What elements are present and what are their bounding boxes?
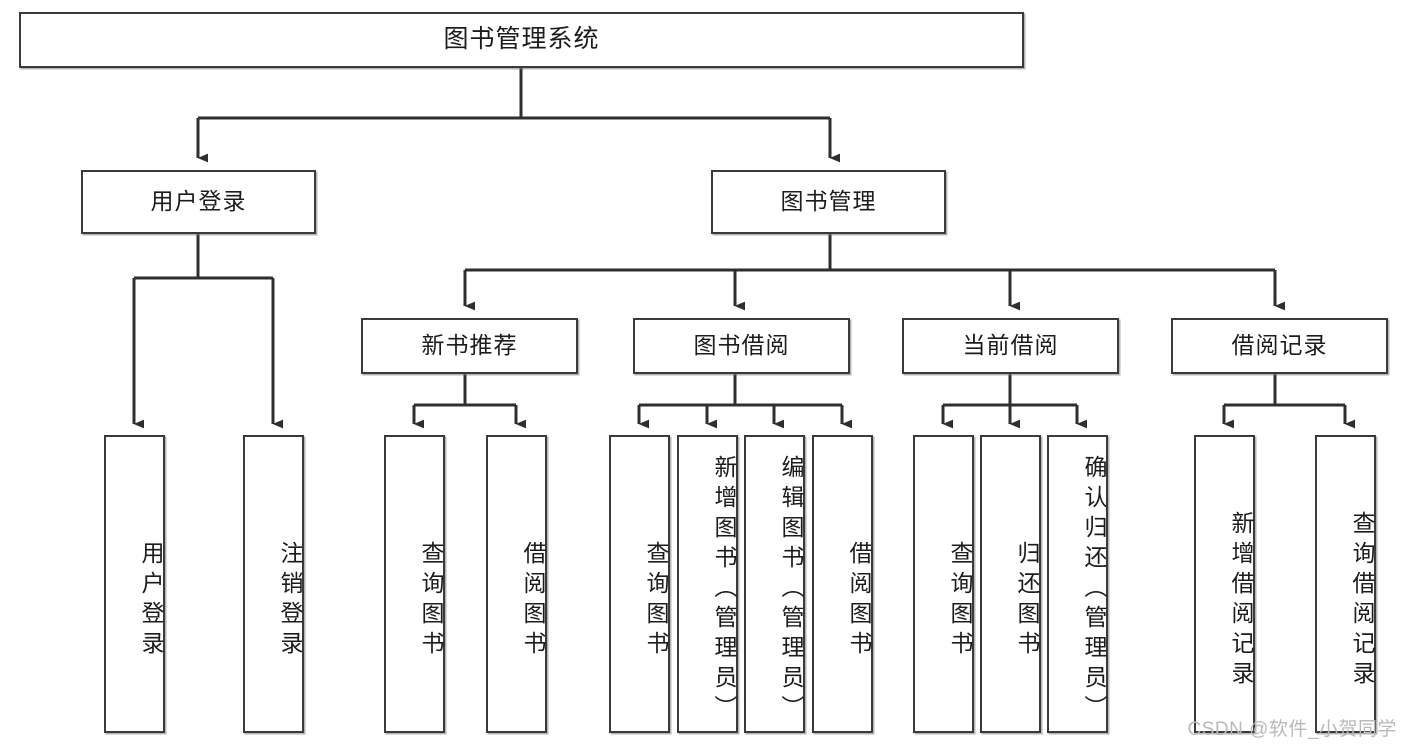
node-label: 新增图书（管理员） — [711, 455, 737, 725]
node-label: 查询图书 — [418, 541, 444, 661]
leaf-current-confirm-return-admin[interactable]: 确认归还（管理员） — [1047, 435, 1108, 733]
node-label: 图书管理 — [780, 188, 877, 215]
node-label: 归还图书 — [1014, 541, 1040, 661]
node-label: 借阅图书 — [846, 541, 872, 661]
leaf-recommend-query-book[interactable]: 查询图书 — [384, 435, 445, 733]
leaf-current-query-book[interactable]: 查询图书 — [913, 435, 974, 733]
csdn-watermark: CSDN @软件_小贺同学 — [1187, 719, 1397, 740]
leaf-user-login-logout[interactable]: 注销登录 — [243, 435, 304, 733]
node-label: 查询借阅记录 — [1349, 511, 1375, 691]
node-borrow-record[interactable]: 借阅记录 — [1171, 318, 1388, 374]
node-label: 新增借阅记录 — [1228, 511, 1254, 691]
node-label: 借阅记录 — [1231, 332, 1328, 359]
node-user-login[interactable]: 用户登录 — [81, 170, 316, 234]
node-label: 借阅图书 — [520, 541, 546, 661]
leaf-borrow-edit-book-admin[interactable]: 编辑图书（管理员） — [744, 435, 805, 733]
node-label: 图书借阅 — [693, 332, 790, 359]
node-root-book-management-system[interactable]: 图书管理系统 — [19, 12, 1024, 68]
node-current-borrow[interactable]: 当前借阅 — [902, 318, 1119, 374]
node-label: 查询图书 — [947, 541, 973, 661]
leaf-current-return-book[interactable]: 归还图书 — [980, 435, 1041, 733]
leaf-user-login-login[interactable]: 用户登录 — [104, 435, 165, 733]
leaf-borrow-borrow-book[interactable]: 借阅图书 — [812, 435, 873, 733]
leaf-record-query-borrow-record[interactable]: 查询借阅记录 — [1315, 435, 1376, 733]
node-label: 用户登录 — [138, 541, 164, 661]
node-label: 编辑图书（管理员） — [778, 455, 804, 725]
leaf-borrow-query-book[interactable]: 查询图书 — [609, 435, 670, 733]
node-label: 当前借阅 — [962, 332, 1059, 359]
node-label: 用户登录 — [150, 188, 247, 215]
node-label: 注销登录 — [277, 541, 303, 661]
node-new-book-recommend[interactable]: 新书推荐 — [361, 318, 578, 374]
node-label: 确认归还（管理员） — [1081, 455, 1107, 725]
leaf-recommend-borrow-book[interactable]: 借阅图书 — [486, 435, 547, 733]
leaf-record-add-borrow-record[interactable]: 新增借阅记录 — [1194, 435, 1255, 733]
node-label: 新书推荐 — [421, 332, 518, 359]
node-label: 图书管理系统 — [443, 25, 600, 54]
leaf-borrow-add-book-admin[interactable]: 新增图书（管理员） — [677, 435, 738, 733]
node-label: 查询图书 — [643, 541, 669, 661]
node-book-borrow[interactable]: 图书借阅 — [633, 318, 850, 374]
node-book-management[interactable]: 图书管理 — [711, 170, 946, 234]
